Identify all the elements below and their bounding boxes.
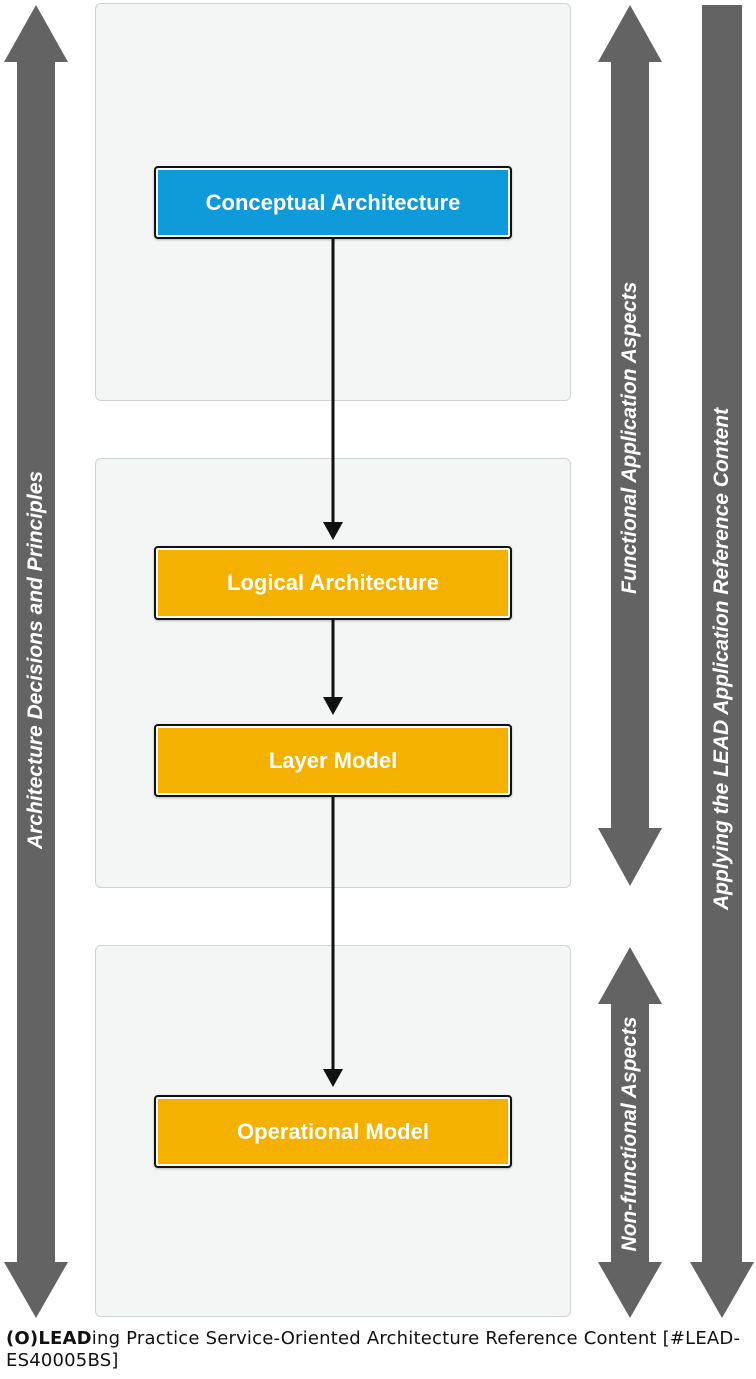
lead-logo: (O)LEAD bbox=[6, 1328, 92, 1349]
footer-text: ing Practice Service-Oriented Architectu… bbox=[6, 1328, 741, 1371]
left-double-arrow bbox=[4, 5, 68, 1318]
functional-double-arrow bbox=[598, 5, 662, 886]
arrowhead-to-layer bbox=[323, 697, 343, 715]
arrowhead-to-logical bbox=[323, 522, 343, 540]
non-functional-aspects-label: Non-functional Aspects bbox=[618, 1016, 641, 1252]
arrowhead-to-operational bbox=[323, 1069, 343, 1087]
operational-model-box: Operational Model bbox=[154, 1095, 512, 1168]
layer-model-box: Layer Model bbox=[154, 724, 512, 797]
footer-citation: (O)LEADing Practice Service-Oriented Arc… bbox=[6, 1328, 746, 1372]
functional-aspects-label: Functional Application Aspects bbox=[618, 281, 641, 594]
side-arrows bbox=[4, 5, 754, 1318]
right-down-arrow bbox=[690, 5, 754, 1318]
architecture-decisions-label: Architecture Decisions and Principles bbox=[24, 470, 47, 850]
applying-lead-label: Applying the LEAD Application Reference … bbox=[710, 407, 733, 910]
connectors bbox=[323, 238, 343, 1087]
conceptual-architecture-box: Conceptual Architecture bbox=[154, 166, 512, 239]
logical-architecture-box: Logical Architecture bbox=[154, 546, 512, 620]
non-functional-double-arrow bbox=[598, 947, 662, 1318]
